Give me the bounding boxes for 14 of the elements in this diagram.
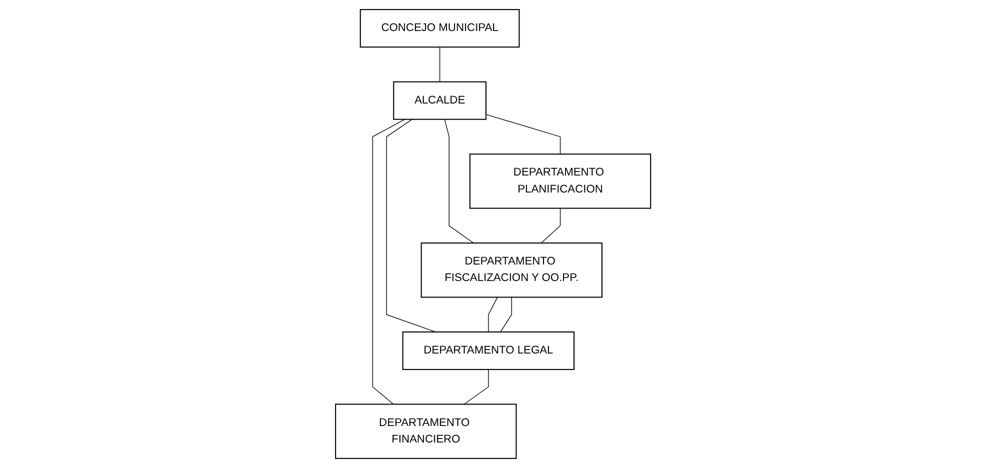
- connector: [372, 119, 406, 405]
- node-box: CONCEJO MUNICIPAL: [360, 9, 520, 48]
- connector: [440, 46, 441, 82]
- connector: [486, 114, 562, 154]
- node-box: DEPARTAMENTO LEGAL: [402, 331, 575, 370]
- connector: [464, 369, 490, 405]
- connector: [541, 208, 562, 244]
- node-box: DEPARTAMENTO PLANIFICACION: [470, 154, 652, 209]
- node-box: DEPARTAMENTO FINANCIERO: [335, 404, 518, 459]
- connector: [488, 296, 498, 332]
- node-box: ALCALDE: [394, 81, 487, 120]
- connector: [444, 119, 474, 244]
- node-box: DEPARTAMENTO FISCALIZACION Y OO.PP.: [421, 242, 603, 298]
- connector: [500, 296, 512, 332]
